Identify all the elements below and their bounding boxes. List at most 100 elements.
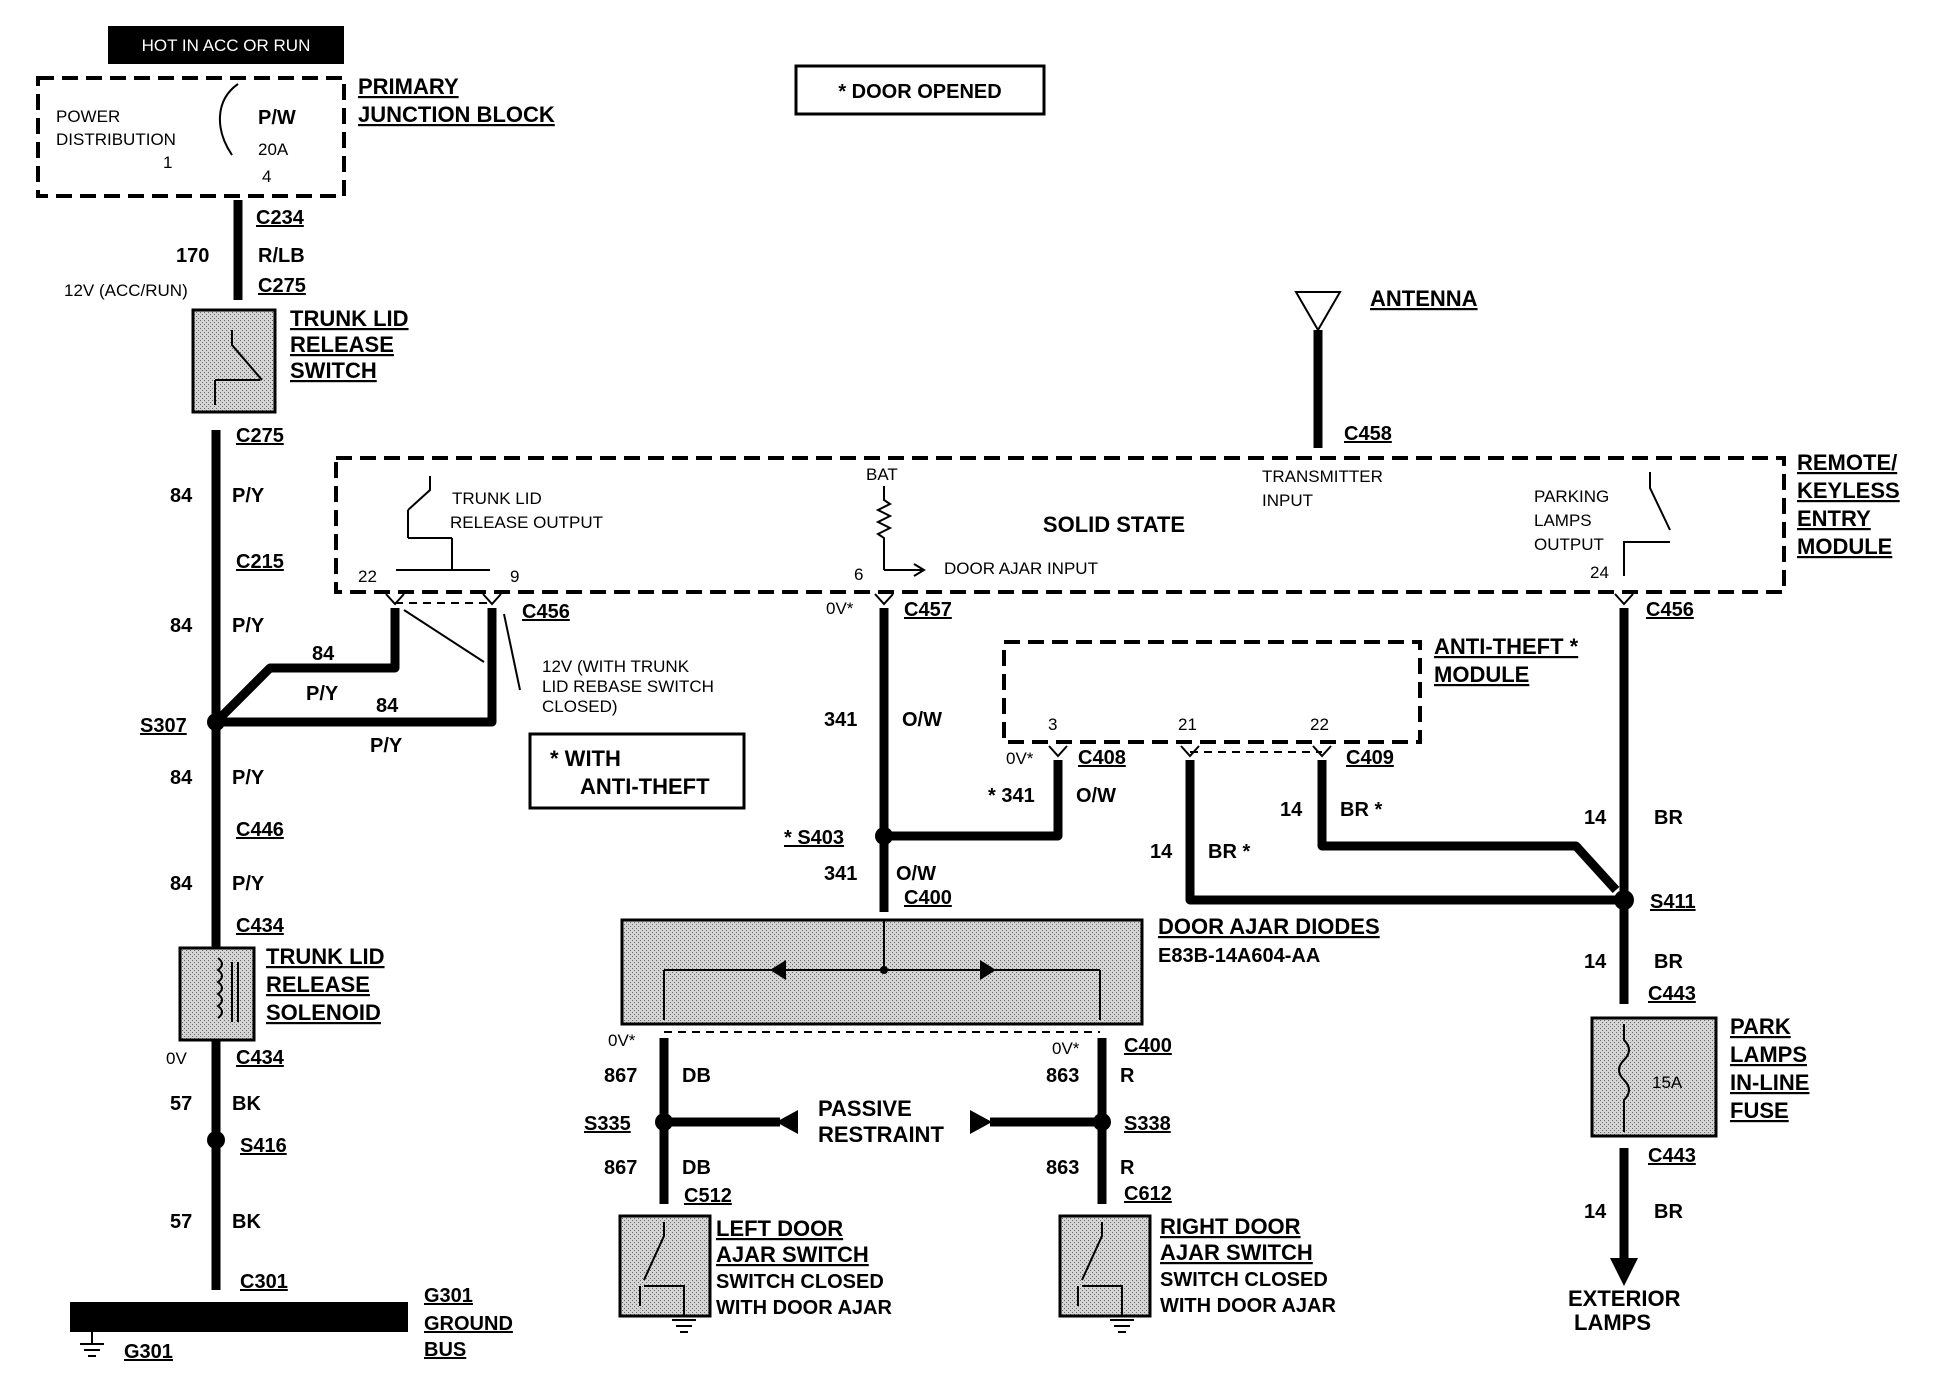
wire-14-br-21 <box>1185 760 1624 905</box>
color-py-lower-branch: P/Y <box>370 735 403 757</box>
primary-junction-block <box>36 76 346 198</box>
power-distribution-label-1: POWER <box>56 107 120 126</box>
fuse-element <box>1618 1024 1630 1132</box>
circuit-84-lower-branch: 84 <box>376 695 399 717</box>
ground-icon <box>80 1343 104 1357</box>
passive-arrow-left <box>776 1110 798 1134</box>
wire-14-br-22 <box>1317 760 1620 894</box>
c456-connector-right <box>482 593 502 606</box>
park-lamps-inline-fuse <box>1590 1016 1718 1138</box>
color-bk-b: BK <box>232 1211 261 1233</box>
primary-junction-name-1: PRIMARY <box>358 74 459 99</box>
circuit-84-b: 84 <box>170 615 193 637</box>
color-db-b: DB <box>682 1157 711 1179</box>
connector-c275-bottom: C275 <box>236 425 284 447</box>
note-arrow-2 <box>503 613 521 691</box>
parking-label-1: PARKING <box>1534 487 1609 506</box>
color-py-upper-branch: P/Y <box>306 683 339 705</box>
door-opened-legend-box <box>794 64 1046 116</box>
zero-v-label: 0V <box>166 1049 187 1068</box>
anti-theft-pin-3: 3 <box>1048 715 1057 734</box>
circuit-14-d: 14 <box>1584 951 1607 973</box>
circuit-57-b: 57 <box>170 1211 192 1233</box>
antenna-label: ANTENNA <box>1370 286 1478 311</box>
left-switch-desc-2: WITH DOOR AJAR <box>716 1297 892 1319</box>
color-br-d: BR <box>1654 951 1683 973</box>
passive-restraint-1: PASSIVE <box>818 1096 912 1121</box>
right-switch-name-2: AJAR SWITCH <box>1160 1240 1313 1265</box>
junction-fuse-rating: 20A <box>258 140 289 159</box>
connector-c512: C512 <box>684 1185 732 1207</box>
circuit-14-e: 14 <box>1584 1201 1607 1223</box>
parking-label-2: LAMPS <box>1534 511 1592 530</box>
splice-s403-label: * S403 <box>784 827 844 849</box>
ground-bus-name-1: GROUND <box>424 1313 513 1335</box>
door-opened-legend: * DOOR OPENED <box>838 81 1001 103</box>
circuit-14-b: 14 <box>1280 799 1303 821</box>
color-r-lb: R/LB <box>258 245 305 267</box>
circuit-14-c: 14 <box>1150 841 1173 863</box>
color-py-b: P/Y <box>232 615 265 637</box>
module-name-3: ENTRY <box>1797 506 1871 531</box>
connector-c457: C457 <box>904 599 952 621</box>
splice-s411-label: S411 <box>1650 891 1696 913</box>
connector-c301: C301 <box>240 1271 288 1293</box>
connector-c443-top: C443 <box>1648 983 1696 1005</box>
zero-v-star-c408: 0V* <box>1006 749 1034 768</box>
ground-g301-bottom: G301 <box>124 1341 173 1363</box>
solenoid-coil <box>216 957 223 1019</box>
solid-state-label: SOLID STATE <box>1043 512 1185 537</box>
left-switch-name-1: LEFT DOOR <box>716 1216 843 1241</box>
connector-c275-top: C275 <box>258 275 306 297</box>
circuit-341-b: 341 <box>824 863 857 885</box>
splice-s411 <box>1614 890 1634 910</box>
circuit-170: 170 <box>176 245 209 267</box>
parking-output-switch-symbol <box>1623 472 1671 576</box>
color-r-b: R <box>1120 1157 1135 1179</box>
connector-c215: C215 <box>236 551 284 573</box>
note-12v-2: LID REBASE SWITCH <box>542 677 714 696</box>
module-name-4: MODULE <box>1797 534 1892 559</box>
note-arrow-1 <box>403 609 485 663</box>
fuse-symbol <box>219 83 239 156</box>
primary-junction-name-2: JUNCTION BLOCK <box>358 102 555 127</box>
circuit-84-c: 84 <box>170 767 193 789</box>
park-lamps-fuse-name-2: LAMPS <box>1730 1042 1807 1067</box>
color-py-c: P/Y <box>232 767 265 789</box>
c456-connector-left <box>385 593 405 606</box>
connector-c400-right: C400 <box>1124 1035 1172 1057</box>
trunk-output-label-2: RELEASE OUTPUT <box>450 513 603 532</box>
circuit-867-a: 867 <box>604 1065 637 1087</box>
circuit-867-b: 867 <box>604 1157 637 1179</box>
bat-resistor <box>875 486 893 570</box>
note-12v-1: 12V (WITH TRUNK <box>542 657 690 676</box>
trunk-output-label-1: TRUNK LID <box>452 489 542 508</box>
left-switch-ground-icon <box>672 1319 696 1333</box>
connector-c400-top: C400 <box>904 887 952 909</box>
transmitter-label-2: INPUT <box>1262 491 1313 510</box>
note-12v-3: CLOSED) <box>542 697 618 716</box>
left-switch-symbol <box>639 1222 685 1316</box>
right-switch-name-1: RIGHT DOOR <box>1160 1214 1301 1239</box>
connector-c434-top: C434 <box>236 915 285 937</box>
parking-label-3: OUTPUT <box>1534 535 1604 554</box>
splice-s416 <box>207 1131 225 1149</box>
park-lamps-fuse-name-3: IN-LINE <box>1730 1070 1809 1095</box>
ground-g301-top: G301 <box>424 1285 473 1307</box>
hot-label-box <box>108 26 344 64</box>
connector-c409: C409 <box>1346 747 1394 769</box>
junction-pin-1: 1 <box>163 153 172 172</box>
right-switch-ground-icon <box>1110 1319 1134 1333</box>
solenoid-name-3: SOLENOID <box>266 1000 381 1025</box>
connector-c446: C446 <box>236 819 284 841</box>
color-db-a: DB <box>682 1065 711 1087</box>
connector-c443-bottom: C443 <box>1648 1145 1696 1167</box>
wire-84-branch-lower <box>216 608 497 727</box>
diode-right <box>980 960 996 980</box>
trunk-switch-name-2: RELEASE <box>290 332 394 357</box>
solenoid-name-2: RELEASE <box>266 972 370 997</box>
park-lamps-fuse-rating: 15A <box>1652 1073 1683 1092</box>
connector-c612: C612 <box>1124 1183 1172 1205</box>
junction-wire-pw: P/W <box>258 107 296 129</box>
